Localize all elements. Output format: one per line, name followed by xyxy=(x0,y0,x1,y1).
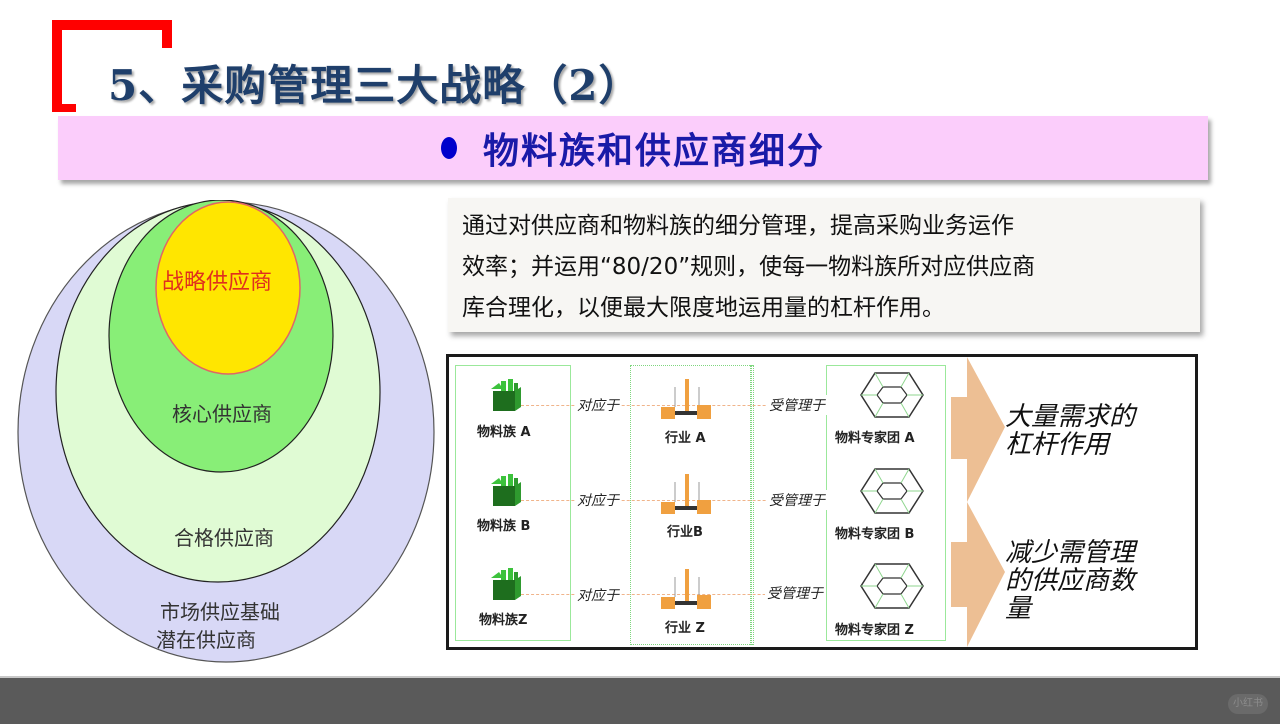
material-box-icon xyxy=(491,474,521,506)
expert-team-hexagon-icon xyxy=(860,563,924,609)
tier-label-strategic: 战略供应商 xyxy=(162,270,273,295)
expert-team-label: 物料专家团 Z xyxy=(835,623,914,638)
material-column xyxy=(455,365,571,641)
relation-label: 对应于 xyxy=(575,395,621,415)
material-box-icon xyxy=(491,568,521,600)
divider xyxy=(750,365,752,645)
industry-label: 行业 Z xyxy=(665,621,705,636)
subtitle-text: 物料族和供应商细分 xyxy=(482,131,825,172)
industry-label: 行业B xyxy=(667,525,703,540)
bottom-bar: 小红书 xyxy=(0,676,1280,724)
relation-label: 受管理于 xyxy=(767,395,827,415)
expert-team-label: 物料专家团 A xyxy=(835,431,915,446)
supplier-tier-diagram: 战略供应商 核心供应商 合格供应商 市场供应基础 潜在供应商 xyxy=(16,200,436,664)
industry-machine-icon xyxy=(661,379,711,419)
connector-line xyxy=(521,594,821,595)
description-line: 通过对供应商和物料族的细分管理，提高采购业务运作 xyxy=(462,213,1014,239)
tier-label-qualified: 合格供应商 xyxy=(174,526,274,550)
relation-label: 对应于 xyxy=(575,490,621,510)
description-box: 通过对供应商和物料族的细分管理，提高采购业务运作 效率；并运用“80/20”规则… xyxy=(448,198,1200,332)
relation-label: 受管理于 xyxy=(765,583,825,603)
tier-label-market-base: 市场供应基础 xyxy=(160,600,280,624)
connector-line xyxy=(521,500,821,501)
nested-circles-graphic xyxy=(17,200,435,663)
watermark-badge: 小红书 xyxy=(1228,694,1268,714)
outcome-reduce-suppliers: 减少需管理 的供应商数 量 xyxy=(1005,539,1135,623)
slide: 5、采购管理三大战略（2） 物料族和供应商细分 通过对供应商和物料族的细分管理，… xyxy=(16,20,1208,664)
relation-label: 受管理于 xyxy=(767,490,827,510)
outcome-line: 减少需管理 xyxy=(1005,538,1136,568)
industry-machine-icon xyxy=(661,569,711,609)
tier-label-core: 核心供应商 xyxy=(172,402,272,426)
relation-label: 对应于 xyxy=(575,585,621,605)
tier-label-potential: 潜在供应商 xyxy=(156,628,256,652)
bullet-dot-icon xyxy=(440,137,457,159)
material-family-label: 物料族 A xyxy=(477,425,531,440)
outcome-arrow-graphic xyxy=(951,357,1005,647)
material-family-label: 物料族Z xyxy=(479,613,528,628)
outcome-line: 大量需求的 xyxy=(1005,402,1136,432)
segmentation-diagram: 物料族 A 对应于 行业 A 受管理于 物料专家团 A 物料族 B 对应于 行业… xyxy=(446,354,1198,650)
material-box-icon xyxy=(491,379,521,411)
outcome-leverage: 大量需求的 杠杆作用 xyxy=(1005,403,1135,459)
outcome-line: 量 xyxy=(1005,594,1032,624)
red-bracket-decoration xyxy=(52,20,172,112)
subtitle-banner: 物料族和供应商细分 xyxy=(58,116,1208,180)
description-line: 库合理化，以便最大限度地运用量的杠杆作用。 xyxy=(462,295,945,321)
description-line: 效率；并运用“80/20”规则，使每一物料族所对应供应商 xyxy=(462,254,1036,280)
expert-team-hexagon-icon xyxy=(860,372,924,418)
outcome-line: 的供应商数 xyxy=(1005,566,1136,596)
material-family-label: 物料族 B xyxy=(477,519,531,534)
connector-line xyxy=(521,405,821,406)
industry-column xyxy=(630,365,754,645)
expert-team-hexagon-icon xyxy=(860,468,924,514)
outcome-line: 杠杆作用 xyxy=(1005,430,1110,460)
industry-label: 行业 A xyxy=(665,431,706,446)
expert-team-label: 物料专家团 B xyxy=(835,527,915,542)
industry-machine-icon xyxy=(661,474,711,514)
slide-title: 5、采购管理三大战略（2） xyxy=(108,61,642,110)
